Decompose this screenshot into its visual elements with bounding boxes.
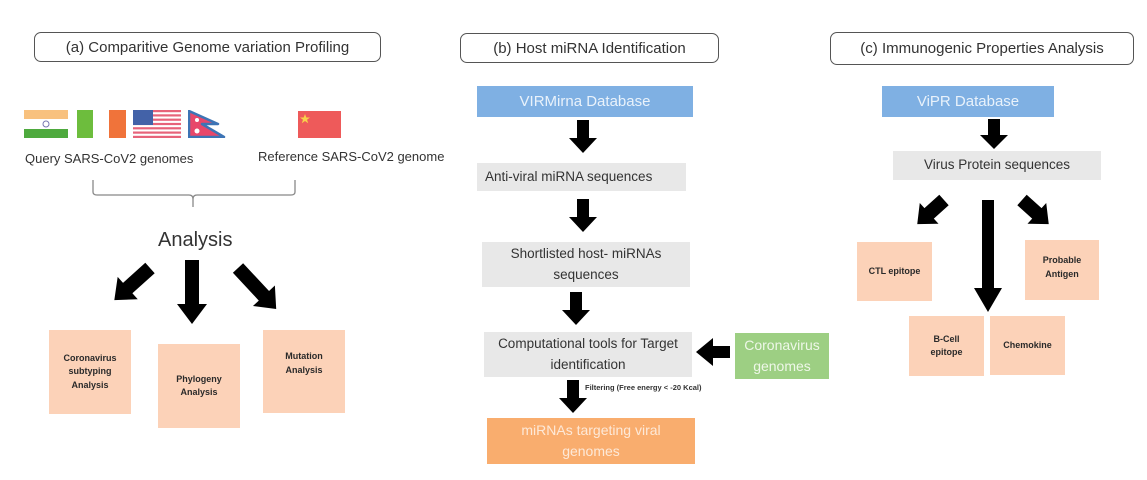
query-genomes-label: Query SARS-CoV2 genomes — [25, 151, 194, 166]
usa-flag — [133, 110, 181, 138]
arrow-down-b2 — [569, 199, 597, 232]
arrow-down-a — [177, 260, 207, 324]
computational-tools-step: Computational tools for Target identific… — [484, 332, 692, 377]
computational-tools-step-label: Computational tools for Target identific… — [498, 336, 678, 372]
output-ctl-epitope-label: CTL epitope — [868, 265, 921, 276]
output-mutation-label: Mutation Analysis — [285, 351, 323, 375]
output-chemokine: Chemokine — [990, 316, 1065, 375]
mirna-targeting-result-label: miRNAs targeting viral genomes — [521, 422, 661, 459]
nepal-flag — [188, 110, 226, 138]
arrow-down-right-c — [1017, 194, 1049, 225]
arrow-down-c1 — [980, 119, 1008, 149]
output-probable-antigen: Probable Antigen — [1025, 240, 1099, 300]
arrow-down-b3 — [562, 292, 590, 325]
arrow-left-b — [696, 338, 730, 366]
output-bcell-epitope-label: B-Cell epitope — [930, 333, 963, 358]
virmirna-database-label: VIRMirna Database — [519, 93, 651, 110]
virus-protein-step: Virus Protein sequences — [893, 151, 1101, 180]
output-chemokine-label: Chemokine — [1003, 339, 1052, 350]
shortlisted-mirna-step-label: Shortlisted host- miRNAs sequences — [510, 246, 662, 282]
mirna-targeting-result: miRNAs targeting viral genomes — [487, 418, 695, 464]
panel-b-title: (b) Host miRNA Identification — [460, 33, 719, 63]
analysis-label: Analysis — [158, 229, 233, 251]
ireland-flag — [77, 110, 126, 138]
filtering-label: Filtering (Free energy < -20 Kcal) — [585, 383, 702, 392]
panel-c-title-text: (c) Immunogenic Properties Analysis — [860, 40, 1104, 57]
grouping-brace — [92, 180, 296, 207]
output-probable-antigen-label: Probable Antigen — [1042, 255, 1082, 279]
india-flag — [24, 110, 68, 138]
output-phylogeny: Phylogeny Analysis — [158, 344, 240, 428]
output-mutation: Mutation Analysis — [263, 330, 345, 413]
coronavirus-genomes-input-label: Coronavirus genomes — [744, 337, 820, 374]
panel-a-title: (a) Comparitive Genome variation Profili… — [34, 32, 381, 62]
vipr-database: ViPR Database — [882, 86, 1054, 117]
output-coronavirus-subtyping-label: Coronavirus subtyping Analysis — [63, 352, 117, 390]
arrow-down-b4 — [559, 380, 587, 413]
panel-c-title: (c) Immunogenic Properties Analysis — [830, 32, 1134, 65]
arrow-down-c2 — [974, 200, 1002, 312]
panel-b-title-text: (b) Host miRNA Identification — [493, 39, 686, 57]
arrow-down-right-a — [232, 263, 277, 309]
output-bcell-epitope: B-Cell epitope — [909, 316, 984, 376]
output-phylogeny-label: Phylogeny Analysis — [176, 373, 222, 398]
coronavirus-genomes-input: Coronavirus genomes — [735, 333, 829, 379]
virus-protein-step-label: Virus Protein sequences — [923, 157, 1071, 173]
shortlisted-mirna-step: Shortlisted host- miRNAs sequences — [482, 242, 690, 287]
arrow-down-left-a — [114, 262, 155, 301]
output-coronavirus-subtyping: Coronavirus subtyping Analysis — [49, 330, 131, 414]
vipr-database-label: ViPR Database — [916, 93, 1020, 110]
arrow-down-b1 — [569, 120, 597, 153]
virmirna-database: VIRMirna Database — [477, 86, 693, 117]
antiviral-mirna-step-label: Anti-viral miRNA sequences — [485, 168, 653, 184]
reference-genome-label: Reference SARS-CoV2 genome — [258, 149, 445, 164]
arrow-down-left-c — [917, 194, 949, 225]
antiviral-mirna-step: Anti-viral miRNA sequences — [477, 163, 686, 191]
china-flag — [298, 111, 341, 138]
panel-a-title-text: (a) Comparitive Genome variation Profili… — [65, 38, 350, 56]
output-ctl-epitope: CTL epitope — [857, 242, 932, 301]
